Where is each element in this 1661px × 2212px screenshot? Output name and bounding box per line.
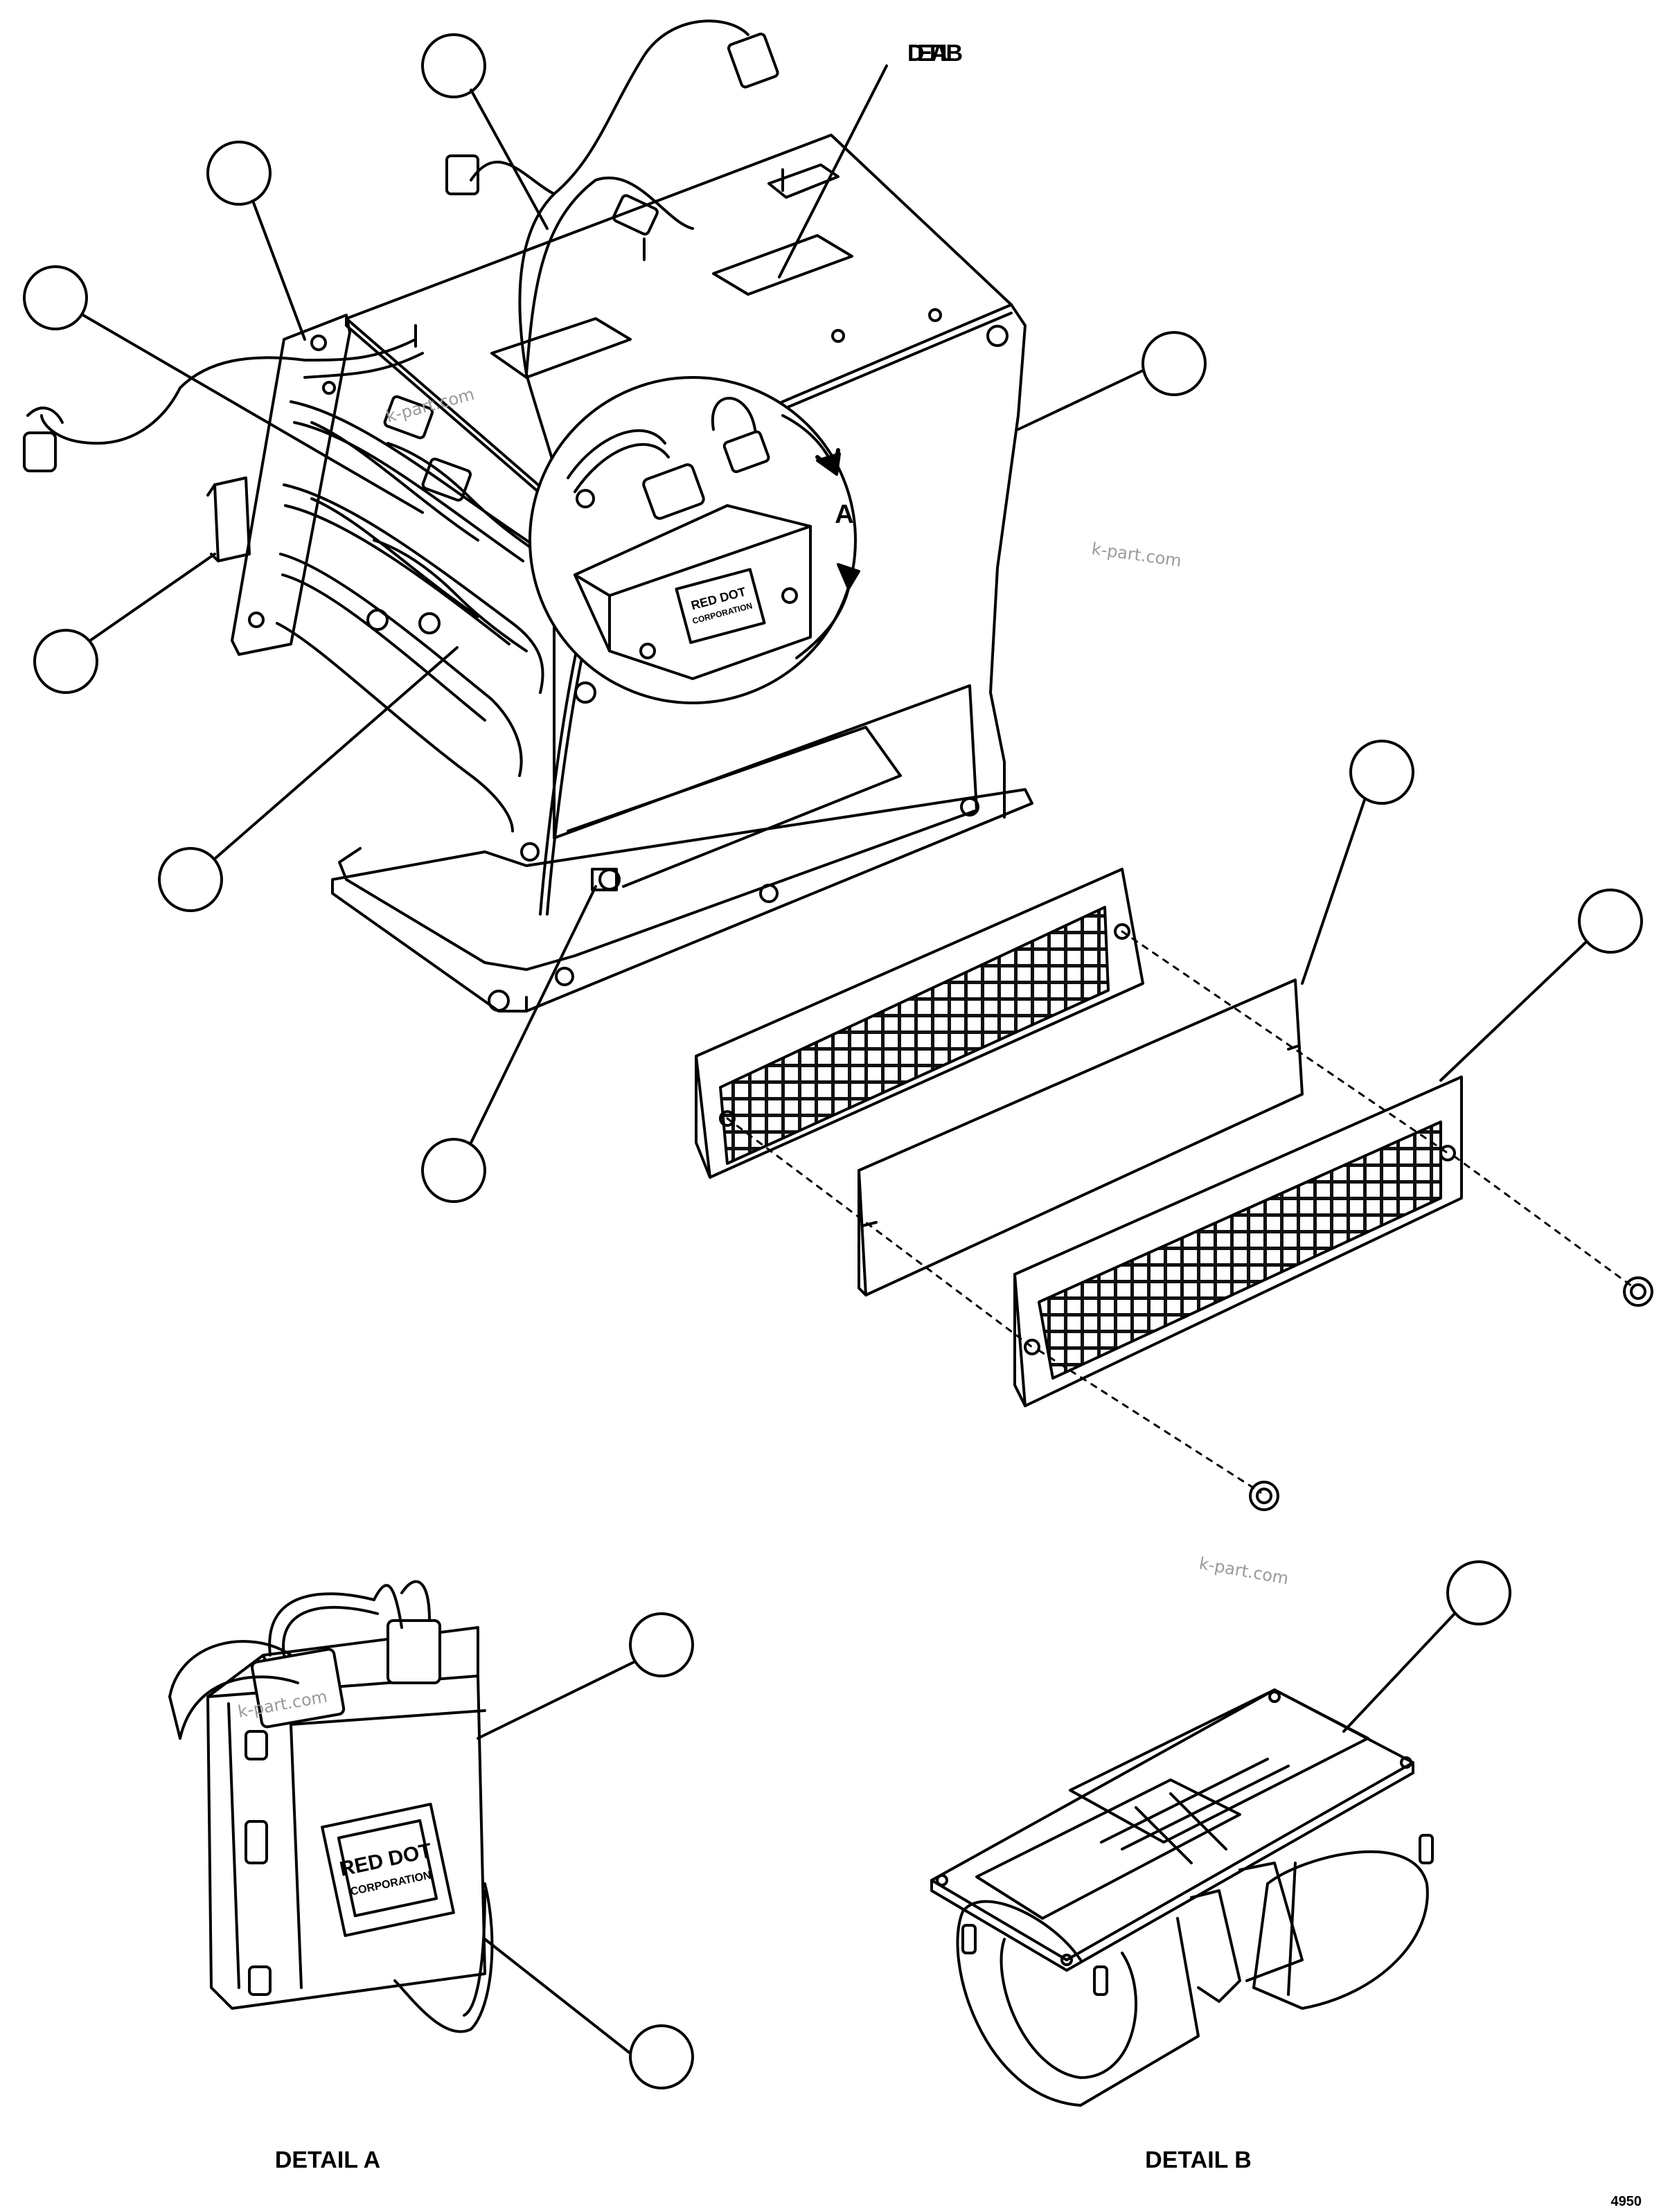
detail-b-caption: DETAIL B bbox=[1145, 2147, 1252, 2173]
filter-grille-lower bbox=[1013, 1076, 1463, 1407]
heater-housing bbox=[23, 19, 1033, 1013]
alignment-lines bbox=[726, 930, 1636, 1494]
sheet-number: 4950 bbox=[1611, 2194, 1642, 2209]
callouts bbox=[23, 33, 1643, 2089]
detail-a-inset bbox=[528, 376, 860, 704]
watermark: k-part.com bbox=[1090, 539, 1182, 571]
watermark: k-part.com bbox=[1198, 1553, 1290, 1588]
filter-fasteners bbox=[1249, 1276, 1653, 1511]
filter-grille-upper bbox=[695, 868, 1144, 1179]
detail-a-caption: DETAIL A bbox=[275, 2147, 380, 2173]
view-a-label: A bbox=[835, 500, 853, 529]
blower-assembly bbox=[930, 1688, 1434, 2107]
control-module bbox=[168, 1580, 494, 2033]
detail-b-label-top: DETAIL B bbox=[907, 40, 963, 66]
